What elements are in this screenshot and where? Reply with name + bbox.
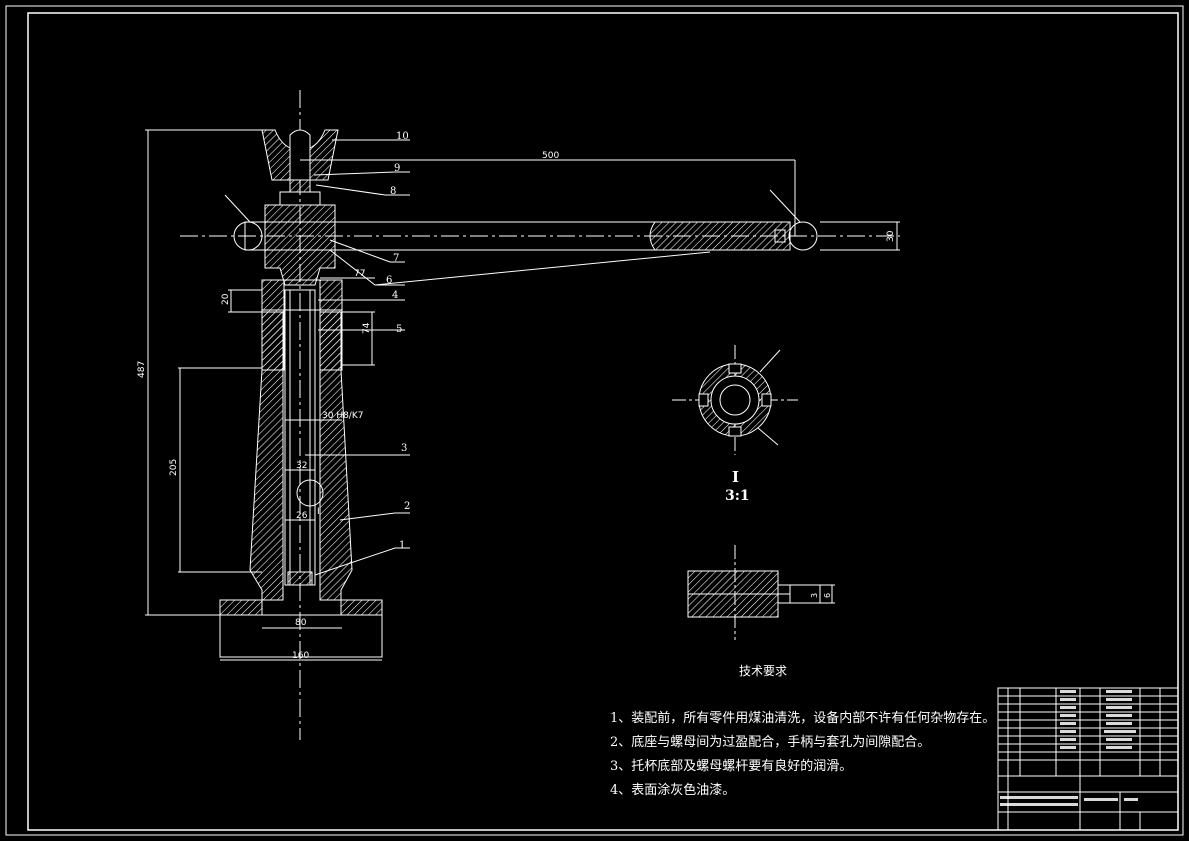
detail-i-circle [296,479,324,507]
dim-3: 3 [810,593,819,598]
handle-ball-right [788,221,818,251]
dim-160: 160 [292,651,309,661]
part-labels: 10 9 8 7 6 4 5 3 2 1 [386,131,410,551]
part-number-1: 1 [399,540,405,551]
dim-20: 20 [221,293,231,305]
cup-washer [279,191,321,206]
dim-26: 26 [296,511,308,521]
inner-border [27,12,1179,831]
outer-border [5,5,1184,836]
title-block-fill [1000,690,1138,806]
tech-requirement-4: 4、表面涂灰色油漆。 [610,783,736,798]
dim-487: 487 [137,361,147,378]
screw-head-section [264,204,336,286]
detail-name: I [732,468,739,486]
detail-scale: 3:1 [725,488,750,504]
handle-section [649,221,791,251]
tech-requirement-1: 1、装配前，所有零件用煤油清洗，设备内部不许有任何杂物存在。 [610,711,996,726]
cup-inner [289,129,311,181]
dim-205: 205 [169,459,179,476]
part-number-2: 2 [404,501,410,512]
dim-30: 30 [886,230,896,242]
title-block [997,687,1179,831]
tech-requirements-title: 技术要求 [739,664,788,678]
tech-requirement-3: 3、托杯底部及螺母螺杆要有良好的润滑。 [610,759,853,774]
nut-section-left [261,279,285,371]
part-number-6: 6 [386,275,392,286]
dim-80: 80 [295,618,307,628]
part-number-10: 10 [396,131,409,142]
tech-requirement-2: 2、底座与螺母间为过盈配合，手柄与套孔为间隙配合。 [610,735,931,750]
base-foot [219,614,383,658]
dimension-texts: 500 77 30 H8/K7 32 26 80 160 I 487 205 2… [137,151,896,661]
part-number-9: 9 [394,163,400,174]
dim-fit: 30 H8/K7 [322,411,363,421]
dim-500: 500 [542,151,559,161]
dim-6: 6 [823,593,832,598]
part-number-7: 7 [393,253,399,264]
dim-32: 32 [296,461,307,471]
part-number-5: 5 [396,324,402,335]
screw-end-washer [287,571,313,586]
dim-77: 77 [354,269,365,279]
detail-thread-view [687,545,835,640]
jack-assembly [145,90,900,740]
dim-74: 74 [362,322,372,334]
cup-screw [289,179,311,193]
handle-ball-left [233,221,263,251]
part-number-4: 4 [392,290,398,301]
detail-section-view [672,345,798,455]
detail-callout-i: I [317,507,320,517]
part-number-8: 8 [390,186,396,197]
nut-section-right [319,279,343,371]
part-number-3: 3 [401,443,407,454]
